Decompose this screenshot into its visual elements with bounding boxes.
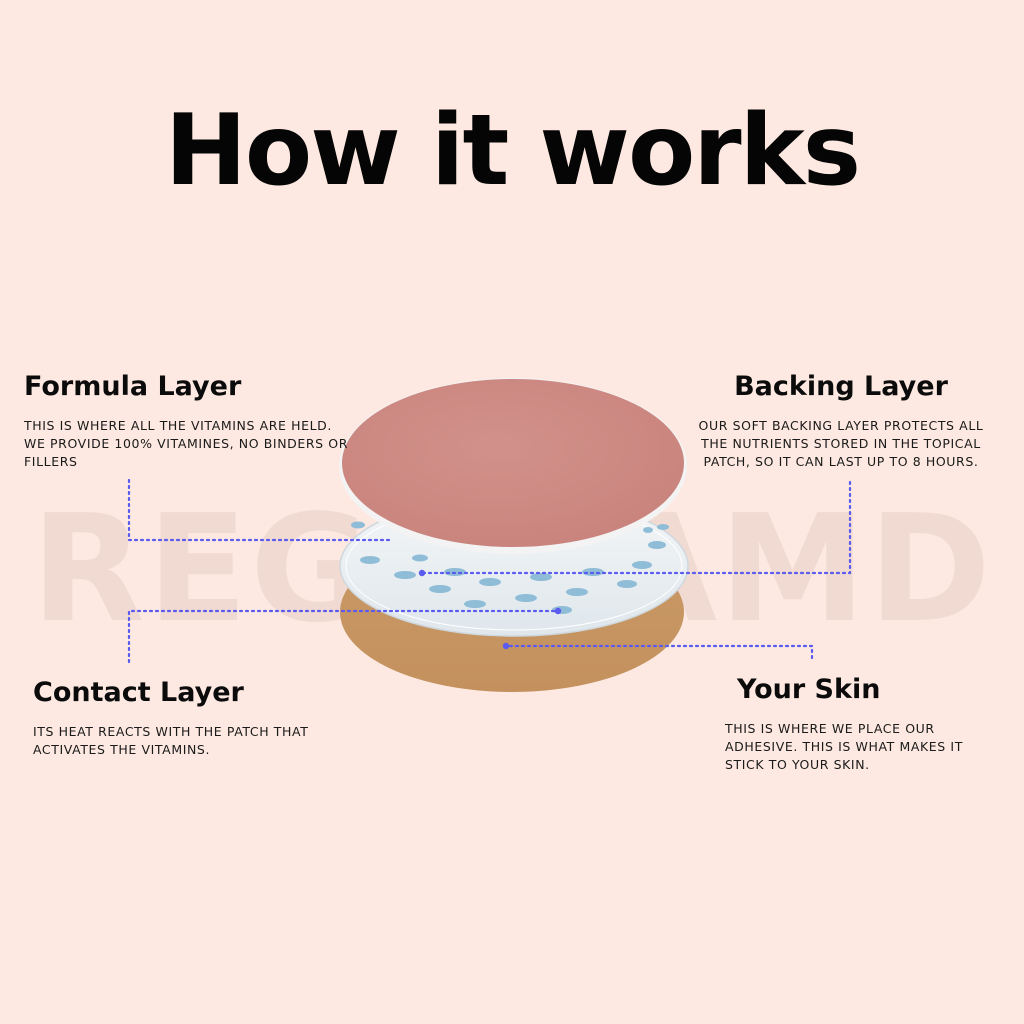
formula-connector (127, 478, 392, 542)
contact-connector-dot (554, 607, 562, 615)
skin-layer-heading: Your Skin (737, 674, 881, 705)
skin-connector (504, 644, 814, 660)
backing-layer-callout: Backing Layer OUR SOFT BACKING LAYER PRO… (686, 371, 996, 471)
backing-connector (420, 480, 852, 575)
skin-layer-description: THIS IS WHERE WE PLACE OUR ADHESIVE. THI… (725, 721, 963, 773)
contact-layer-heading: Contact Layer (33, 677, 244, 708)
contact-connector (127, 609, 560, 664)
skin-connector-dot (502, 642, 510, 650)
backing-layer-heading: Backing Layer (734, 371, 948, 402)
formula-layer-description: THIS IS WHERE ALL THE VITAMINS ARE HELD.… (24, 418, 348, 470)
skin-layer-callout: Your Skin THIS IS WHERE WE PLACE OUR ADH… (725, 674, 1005, 774)
backing-layer (339, 378, 687, 554)
contact-layer-description: ITS HEAT REACTS WITH THE PATCH THAT ACTI… (33, 724, 309, 758)
contact-layer-callout: Contact Layer ITS HEAT REACTS WITH THE P… (33, 677, 363, 759)
formula-layer-callout: Formula Layer THIS IS WHERE ALL THE VITA… (24, 371, 354, 471)
backing-connector-dot (418, 569, 426, 577)
backing-layer-description: OUR SOFT BACKING LAYER PROTECTS ALL THE … (698, 418, 984, 470)
formula-layer-heading: Formula Layer (24, 371, 242, 402)
page-title: How it works (164, 94, 861, 208)
